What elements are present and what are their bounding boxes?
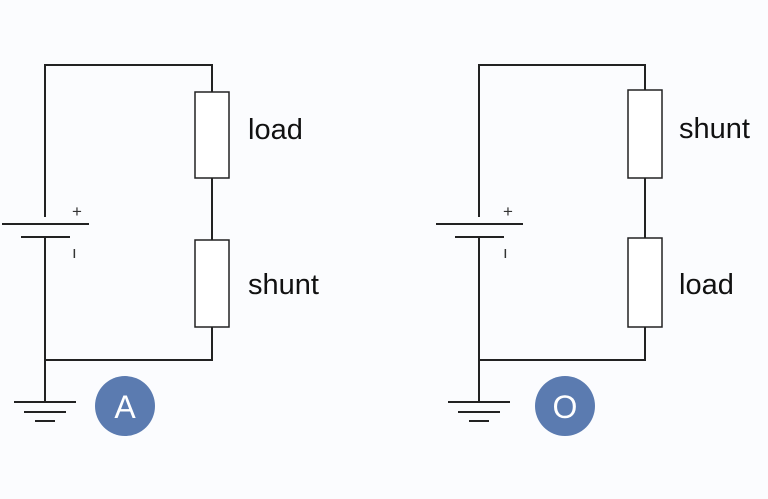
circuit-a-top-wire [44,64,213,217]
circuit-o-bottom-wire [478,237,646,361]
circuit-o-minus-sign: ı [503,243,508,262]
circuit-a-bottom-resistor [194,239,230,328]
circuit-o-badge [535,376,595,436]
circuit-o-plus-sign: + [503,202,513,221]
circuit-o-top-wire [478,64,646,217]
circuit-o-top-resistor [627,89,663,179]
circuit-a-top-label: load [248,114,303,146]
circuit-a-badge-label: A [114,389,136,425]
circuit-a-minus-sign: ı [72,243,77,262]
circuit-o-badge-label: O [553,389,578,425]
circuit-o-bottom-resistor [627,237,663,328]
circuit-o: + ı shunt load O [436,64,750,436]
circuit-o-bottom-label: load [679,269,734,301]
circuit-a-bottom-label: shunt [248,269,319,301]
circuit-a: + ı load shunt A [2,64,319,436]
circuit-a-bottom-wire [44,237,213,361]
circuit-a-top-resistor [194,91,230,179]
circuit-a-badge [95,376,155,436]
circuit-o-top-label: shunt [679,113,750,145]
circuit-a-plus-sign: + [72,202,82,221]
